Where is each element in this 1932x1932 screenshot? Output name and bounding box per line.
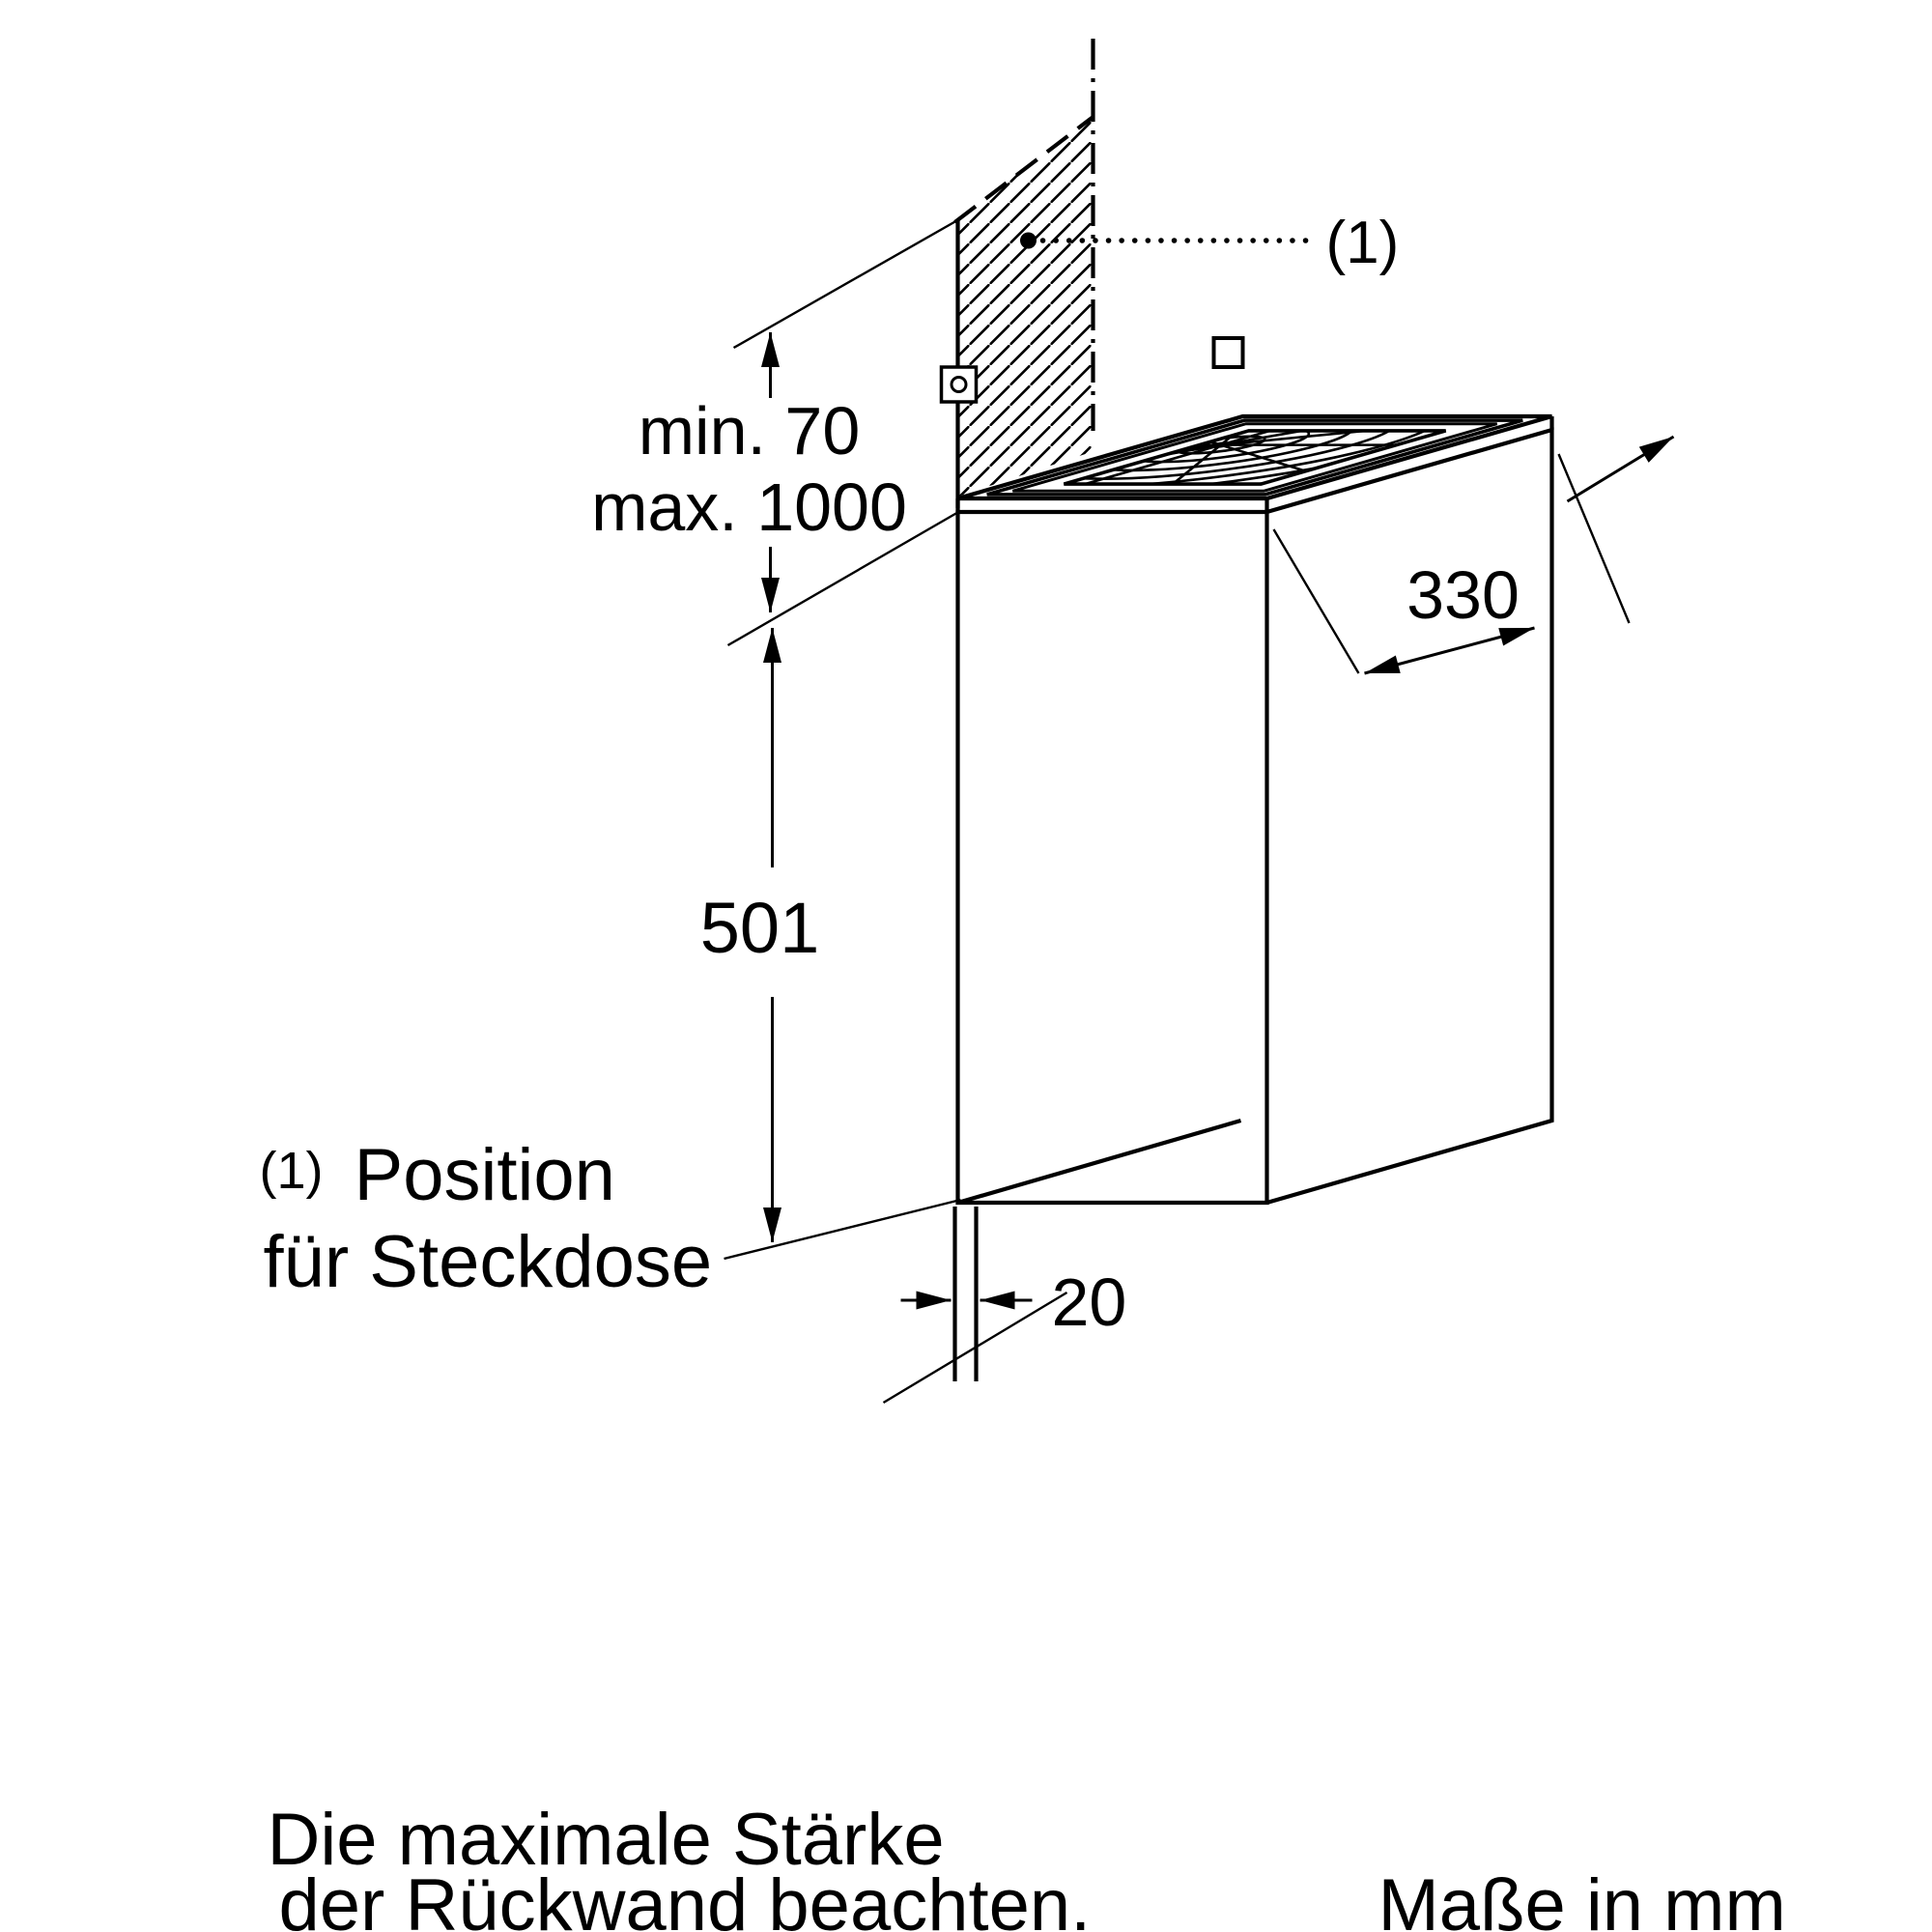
- dim-max-label: max. 1000: [591, 469, 907, 545]
- position-marker-dot: [1020, 232, 1037, 249]
- dimension-330: 330: [1272, 453, 1631, 675]
- dim-min-label: min. 70: [639, 393, 861, 469]
- note-back-panel-line2: der Rückwand beachten.: [279, 1864, 1092, 1932]
- dim-wall-thickness-label: 20: [1052, 1264, 1127, 1340]
- note-back-panel: Die maximale Stärke der Rückwand beachte…: [268, 1799, 1092, 1932]
- back-panel: [952, 1207, 979, 1381]
- hood-body: [955, 427, 1554, 1206]
- wall-edge-dashed: [953, 115, 1094, 224]
- socket-outlet-symbol: [939, 365, 979, 404]
- note-position-ref: (1): [260, 1142, 324, 1200]
- dimension-20: 20: [900, 1264, 1127, 1340]
- position-ref-label: (1): [1326, 210, 1400, 276]
- note-position-line2: für Steckdose: [264, 1221, 713, 1303]
- note-back-panel-line1: Die maximale Stärke: [268, 1799, 945, 1881]
- position-marker: (1): [1020, 210, 1399, 276]
- note-position-line1: Position: [355, 1134, 615, 1216]
- hood-top-rim: [955, 413, 1554, 512]
- dim-height-label: 501: [700, 888, 819, 968]
- wall-section: [953, 115, 1094, 508]
- dimension-min-max: min. 70 max. 1000: [591, 332, 907, 612]
- socket-square: [939, 365, 979, 404]
- air-direction-arrow: [1566, 435, 1675, 503]
- mounting-tab: [1211, 336, 1245, 369]
- socket-circle: [950, 376, 968, 393]
- dimension-501: 501: [700, 628, 819, 1242]
- units-label: Maße in mm: [1378, 1864, 1786, 1932]
- note-socket-position: (1) Position für Steckdose: [260, 1134, 713, 1303]
- dim-depth-label: 330: [1406, 557, 1520, 633]
